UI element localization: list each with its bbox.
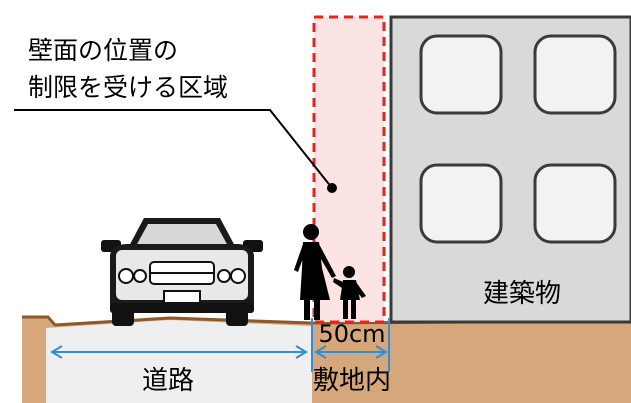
setback-label: 50cm [318, 320, 385, 348]
building-window [533, 163, 617, 244]
road-surface [46, 320, 312, 403]
setback-dimension-arrow [314, 345, 388, 359]
building-label: 建築物 [483, 279, 561, 309]
road-label: 道路 [142, 366, 194, 396]
callout-leader [14, 109, 333, 189]
callout-line-2: 制限を受ける区域 [28, 73, 228, 102]
callout-line-1: 壁面の位置の [28, 36, 178, 65]
callout-point [327, 183, 337, 193]
building-window [533, 34, 617, 115]
building-window [419, 34, 503, 115]
building-window [419, 163, 503, 244]
car [101, 218, 263, 326]
road-dimension-arrow [50, 345, 308, 359]
site-label: 敷地内 [313, 366, 391, 396]
pedestrians [294, 224, 366, 320]
